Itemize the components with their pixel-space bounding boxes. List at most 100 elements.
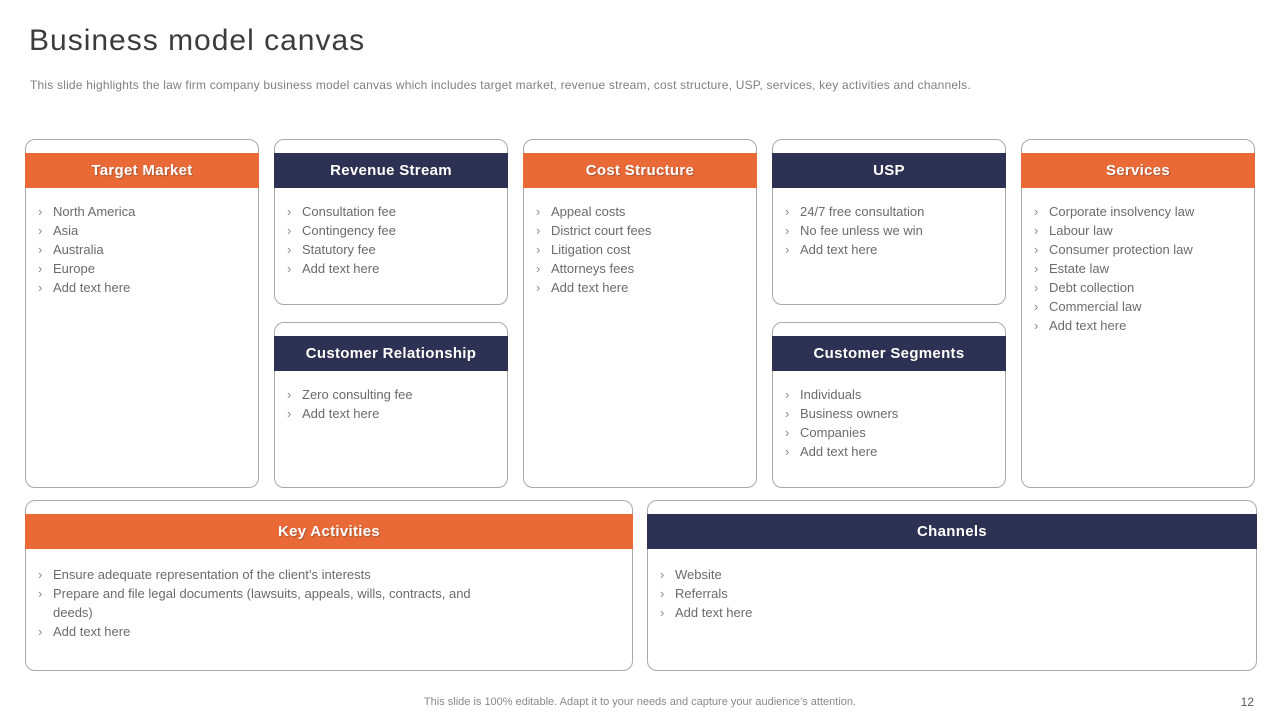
chevron-bullet-icon: › [287,261,292,276]
list-item-text: Add text here [302,406,380,421]
list-item-text: Appeal costs [551,204,626,219]
list-item: ›Litigation cost [536,240,750,259]
list-item: ›Add text here [536,278,750,297]
card-revenue-stream: Revenue Stream › Consultation fee › Conting… [274,139,508,305]
chevron-bullet-icon: › [660,605,665,620]
chevron-bullet-icon: › [38,586,43,601]
list-item-text: Labour law [1049,223,1113,238]
list-item-text: Debt collection [1049,280,1135,295]
list-item: ›Add text here [38,622,490,641]
list-item: › No fee unless we win [785,221,999,240]
list-item-text: Consultation fee [302,204,396,219]
list-item: › Debt collection [1034,278,1248,297]
list-item-text: Contingency fee [302,223,396,238]
list-item-text: Website [675,567,722,582]
list-item: › Commercial law [1034,297,1248,316]
list-item-text: Companies [800,425,866,440]
list-item: › Corporate insolvency law [1034,202,1248,221]
list-item: ›Add text here [287,404,501,423]
list-item: ›Ensure adequate representation of the c… [38,565,490,584]
chevron-bullet-icon: › [38,261,43,276]
card-customer-relationship-list: › Zero consulting fee ›Add text here [287,385,501,423]
chevron-bullet-icon: › [287,223,292,238]
list-item-text: Australia [53,242,104,257]
page-title: Business model canvas [29,24,366,57]
list-item-text: Referrals [675,586,728,601]
list-item: ›Consumer protection law [1034,240,1248,259]
card-channels-list: ›Website › Referrals ›Add text here [660,565,1250,622]
list-item-text: North America [53,204,136,219]
list-item: › Prepare and file legal documents (lawsu… [38,584,490,622]
list-item-text: Estate law [1049,261,1109,276]
card-cost-structure-header: Cost Structure [523,153,757,188]
list-item: › Companies [785,423,999,442]
list-item: › Europe [38,259,252,278]
page-number: 12 [1240,695,1254,709]
card-customer-relationship: Customer Relationship › Zero consulting f… [274,322,508,488]
card-target-market: Target Market ›North America›Asia›Austra… [25,139,259,488]
list-item: › Individuals [785,385,999,404]
list-item: ›Statutory fee [287,240,501,259]
list-item-text: Litigation cost [551,242,631,257]
card-usp: USP ›24/7 free consultation›No fee unles… [772,139,1006,305]
card-customer-segments-header: Customer Segments [772,336,1006,371]
card-key-activities-list: ›Ensure adequate representation of the c… [38,565,490,641]
list-item: ›Business owners [785,404,999,423]
list-item-text: Individuals [800,387,862,402]
list-item-text: Add text here [800,444,878,459]
list-item-text: Corporate insolvency law [1049,204,1195,219]
list-item-text: Europe [53,261,95,276]
list-item: ›Asia [38,221,252,240]
chevron-bullet-icon: › [1034,242,1039,257]
list-item: › Contingency fee [287,221,501,240]
chevron-bullet-icon: › [1034,318,1039,333]
chevron-bullet-icon: › [785,204,790,219]
card-channels-header: Channels [647,514,1257,549]
list-item-text: Add text here [302,261,380,276]
card-key-activities-header: Key Activities [25,514,633,549]
chevron-bullet-icon: › [38,242,43,257]
chevron-bullet-icon: › [785,406,790,421]
list-item: ›Add text here [785,240,999,259]
list-item: ›Add text here [660,603,1250,622]
chevron-bullet-icon: › [1034,280,1039,295]
list-item-text: Statutory fee [302,242,376,257]
card-customer-segments: Customer Segments › Individuals ›Business … [772,322,1006,488]
card-customer-segments-list: ›Individuals›Business owners›Companies›A… [785,385,999,461]
list-item-text: Zero consulting fee [302,387,413,402]
list-item-text: Add text here [53,280,131,295]
chevron-bullet-icon: › [785,444,790,459]
card-revenue-stream-list: ›Consultation fee›Contingency fee›Statut… [287,202,501,278]
chevron-bullet-icon: › [1034,299,1039,314]
list-item: › Consultation fee [287,202,501,221]
chevron-bullet-icon: › [38,567,43,582]
chevron-bullet-icon: › [38,280,43,295]
list-item-text: Commercial law [1049,299,1142,314]
card-revenue-stream-header: Revenue Stream [274,153,508,188]
list-item: ›Website [660,565,1250,584]
list-item: ›Labour law [1034,221,1248,240]
chevron-bullet-icon: › [1034,204,1039,219]
chevron-bullet-icon: › [1034,261,1039,276]
slide-subtitle: This slide highlights the law firm compa… [30,78,971,92]
chevron-bullet-icon: › [785,387,790,402]
chevron-bullet-icon: › [38,204,43,219]
chevron-bullet-icon: › [785,425,790,440]
list-item: ›Appeal costs [536,202,750,221]
chevron-bullet-icon: › [287,204,292,219]
list-item-text: Add text here [1049,318,1127,333]
card-channels: Channels ›Website › Referrals ›Add text her… [647,500,1257,671]
card-customer-relationship-header: Customer Relationship [274,336,508,371]
list-item-text: No fee unless we win [800,223,923,238]
list-item-text: Prepare and file legal documents (lawsui… [53,586,471,620]
chevron-bullet-icon: › [536,261,541,276]
chevron-bullet-icon: › [287,387,292,402]
card-services: Services ›Corporate insolvency law›Labou… [1021,139,1255,488]
list-item: › Estate law [1034,259,1248,278]
chevron-bullet-icon: › [785,223,790,238]
list-item: › Add text here [287,259,501,278]
card-usp-list: ›24/7 free consultation›No fee unless we… [785,202,999,259]
list-item-text: Add text here [800,242,878,257]
chevron-bullet-icon: › [38,624,43,639]
